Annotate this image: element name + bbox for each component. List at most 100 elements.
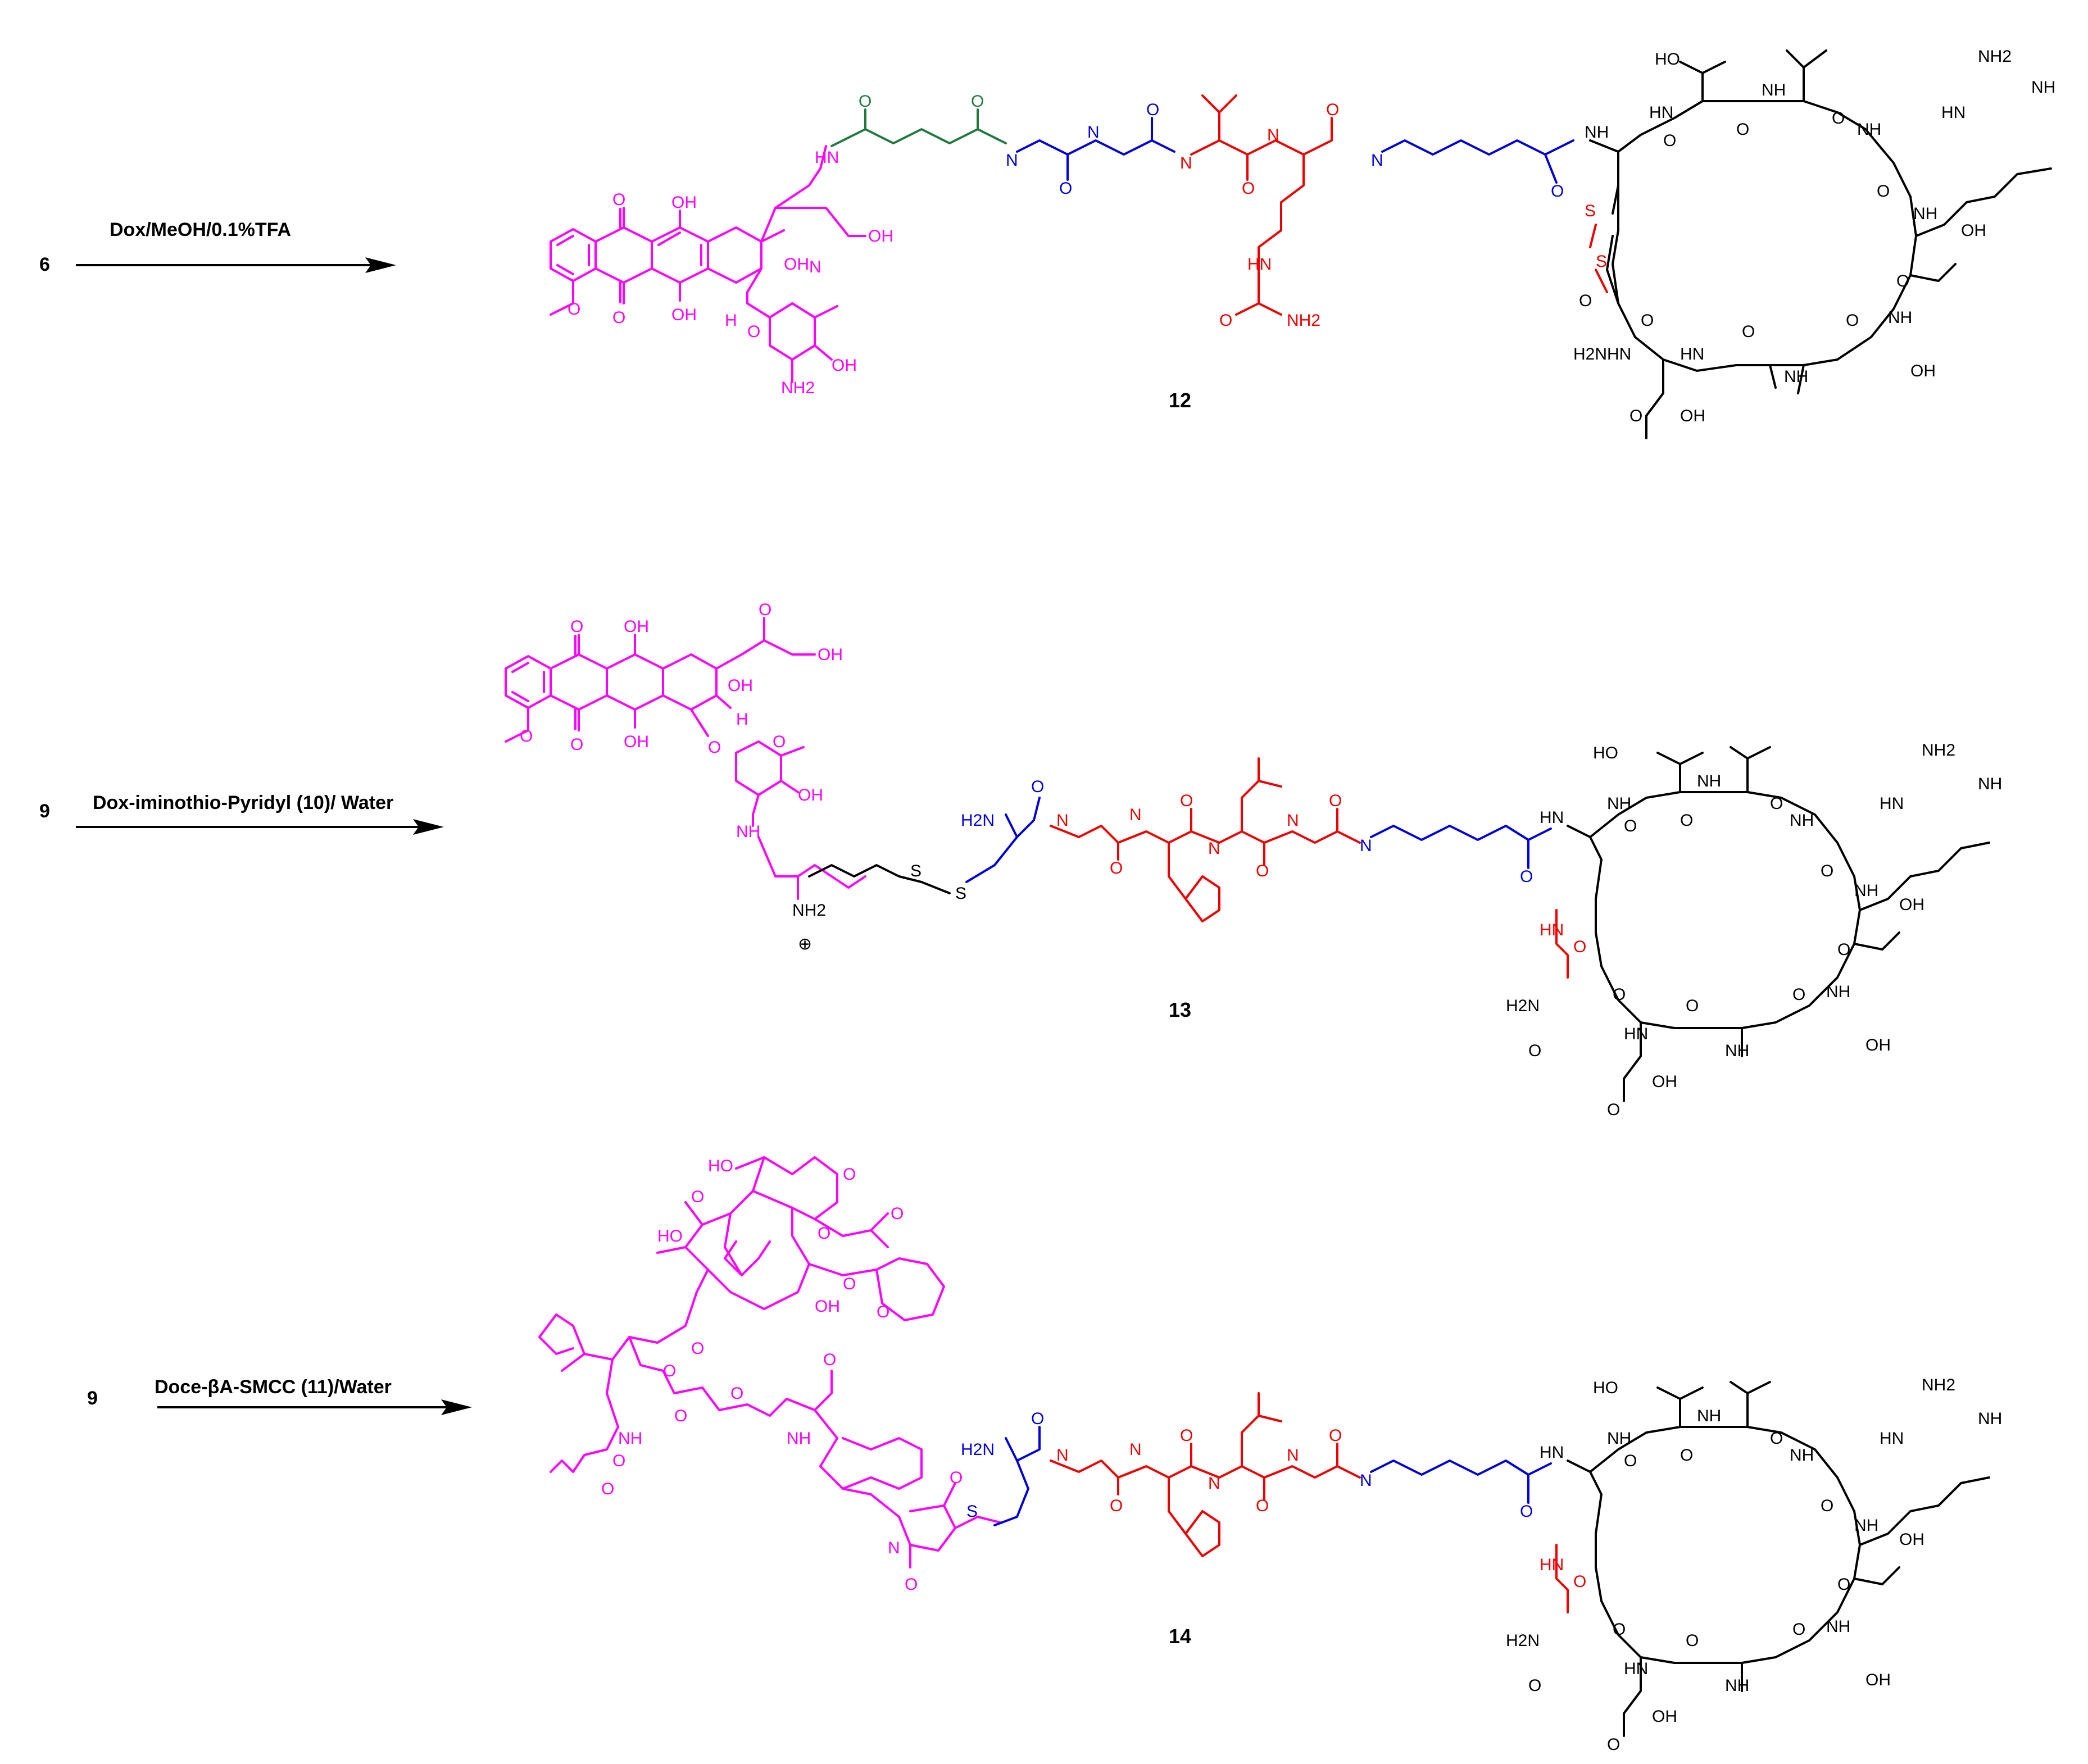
svg-text:OH: OH <box>818 645 843 664</box>
svg-text:O: O <box>612 1452 625 1470</box>
svg-text:NH: NH <box>618 1429 642 1448</box>
svg-text:O: O <box>1846 311 1859 330</box>
svg-text:S: S <box>966 1502 978 1521</box>
svg-text:N: N <box>1129 1440 1142 1459</box>
svg-text:OH: OH <box>624 733 649 751</box>
svg-text:HN: HN <box>1880 794 1904 813</box>
svg-text:O: O <box>950 1469 963 1487</box>
svg-text:OH: OH <box>1652 1707 1677 1726</box>
svg-text:OH: OH <box>1865 1036 1891 1054</box>
svg-text:O: O <box>1031 778 1044 796</box>
svg-text:OH: OH <box>832 356 857 375</box>
svg-text:S: S <box>955 884 966 903</box>
svg-text:O: O <box>1742 322 1755 341</box>
svg-text:OH: OH <box>1899 895 1924 914</box>
disulfide-12: S S <box>1585 202 1608 293</box>
svg-text:O: O <box>1641 311 1654 330</box>
reaction-arrow-1 <box>76 257 396 273</box>
aminohexanoyl-linker-12 <box>1381 139 1574 184</box>
svg-text:O: O <box>708 738 721 757</box>
svg-text:OH: OH <box>728 676 753 695</box>
gflg-peptide-14 <box>1050 1392 1361 1557</box>
reaction-1: 6 Dox/MeOH/0.1%TFA O O OH <box>39 47 2055 439</box>
svg-text:O: O <box>1896 272 1909 290</box>
svg-text:OH: OH <box>815 1297 840 1316</box>
reagent-label-2: Dox-iminothio-Pyridyl (10)/ Water <box>93 792 393 813</box>
svg-text:H2N: H2N <box>1573 345 1607 363</box>
svg-text:NH: NH <box>1762 81 1786 99</box>
svg-text:O: O <box>1326 101 1339 119</box>
svg-text:N: N <box>1287 1446 1299 1465</box>
svg-text:HN: HN <box>815 148 839 167</box>
svg-text:S: S <box>1596 252 1607 271</box>
hexanoyl-atoms-12: N O <box>1371 151 1564 201</box>
svg-text:O: O <box>1551 182 1564 201</box>
svg-text:NH: NH <box>736 822 760 841</box>
svg-text:O: O <box>691 1339 704 1358</box>
svg-text:N: N <box>1287 811 1299 830</box>
compound-label-14: 14 <box>1169 1625 1191 1648</box>
svg-text:O: O <box>1256 1497 1269 1515</box>
gflg-atoms-14: N O N O N O N O <box>1056 1426 1342 1515</box>
svg-text:NH2: NH2 <box>1922 1376 1955 1394</box>
svg-text:O: O <box>859 92 871 111</box>
svg-text:O: O <box>823 1351 836 1369</box>
reaction-3: 9 Doce-βA-SMCC (11)/Water HO <box>87 1156 2002 1754</box>
doxorubicin-atoms-12: O O OH OH OH OH H O OH NH2 O N HN <box>568 148 893 397</box>
svg-text:NH: NH <box>1913 204 1937 223</box>
svg-text:H2N: H2N <box>961 1440 995 1459</box>
svg-text:O: O <box>1031 1410 1044 1428</box>
svg-text:NH: NH <box>1790 1446 1814 1465</box>
svg-text:OH: OH <box>1865 1671 1891 1689</box>
svg-text:OH: OH <box>1899 1530 1924 1549</box>
svg-text:S: S <box>1585 202 1596 220</box>
svg-text:O: O <box>1579 292 1592 310</box>
svg-text:N: N <box>1087 123 1100 142</box>
svg-text:NH: NH <box>1854 881 1878 900</box>
svg-text:O: O <box>674 1407 687 1425</box>
svg-text:HN: HN <box>1624 1025 1648 1043</box>
svg-text:HN: HN <box>1247 255 1272 274</box>
gly-atoms-12: N O N O <box>1006 101 1159 198</box>
svg-text:O: O <box>1680 1446 1693 1465</box>
svg-text:NH: NH <box>1784 367 1808 386</box>
cys-atoms-13: H2N O <box>961 778 1044 830</box>
doxorubicin-atoms-13: O O OH OH O OH OH H O O OH NH O <box>520 601 843 841</box>
svg-text:OH: OH <box>784 255 809 274</box>
svg-text:O: O <box>1520 867 1533 886</box>
svg-text:NH: NH <box>2031 78 2055 97</box>
cyclic-peptide-atoms-12: NH HO HN O NH O NH O NH2 NH HN NH O OH O… <box>1573 47 2055 425</box>
svg-text:HO: HO <box>657 1227 683 1245</box>
svg-text:OH: OH <box>624 617 649 636</box>
svg-text:O: O <box>1573 1572 1586 1591</box>
aminohexanoyl-linker-13 <box>1370 825 1552 869</box>
svg-text:O: O <box>612 190 625 209</box>
svg-text:NH: NH <box>1854 1516 1878 1535</box>
svg-text:O: O <box>1242 179 1255 198</box>
svg-text:O: O <box>568 300 580 319</box>
svg-text:HN: HN <box>1540 921 1564 939</box>
svg-text:S: S <box>910 862 922 880</box>
svg-text:O: O <box>971 92 984 111</box>
lactam-bridge-13: HN O <box>1540 909 1586 979</box>
svg-text:N: N <box>1208 1474 1220 1493</box>
starting-material-label-1: 6 <box>39 254 50 275</box>
gly-gly-linker-12 <box>1016 117 1175 181</box>
svg-text:O: O <box>1059 179 1072 198</box>
svg-text:NH2: NH2 <box>1978 47 2012 66</box>
svg-text:O: O <box>747 322 760 341</box>
cyclic-peptide-14 <box>1567 1381 1990 1737</box>
svg-text:NH: NH <box>1725 1676 1749 1695</box>
svg-text:O: O <box>1629 407 1642 425</box>
aminohexanoyl-linker-14 <box>1370 1460 1552 1504</box>
svg-text:O: O <box>843 1165 856 1184</box>
svg-text:O: O <box>1528 1676 1541 1695</box>
svg-text:O: O <box>1792 985 1805 1004</box>
svg-text:OH: OH <box>868 227 893 245</box>
svg-text:HN: HN <box>1880 1429 1904 1448</box>
svg-text:N: N <box>1180 154 1192 172</box>
svg-text:O: O <box>818 1224 830 1243</box>
svg-text:O: O <box>691 1188 704 1206</box>
svg-text:O: O <box>1520 1502 1533 1521</box>
svg-text:O: O <box>1329 792 1342 810</box>
